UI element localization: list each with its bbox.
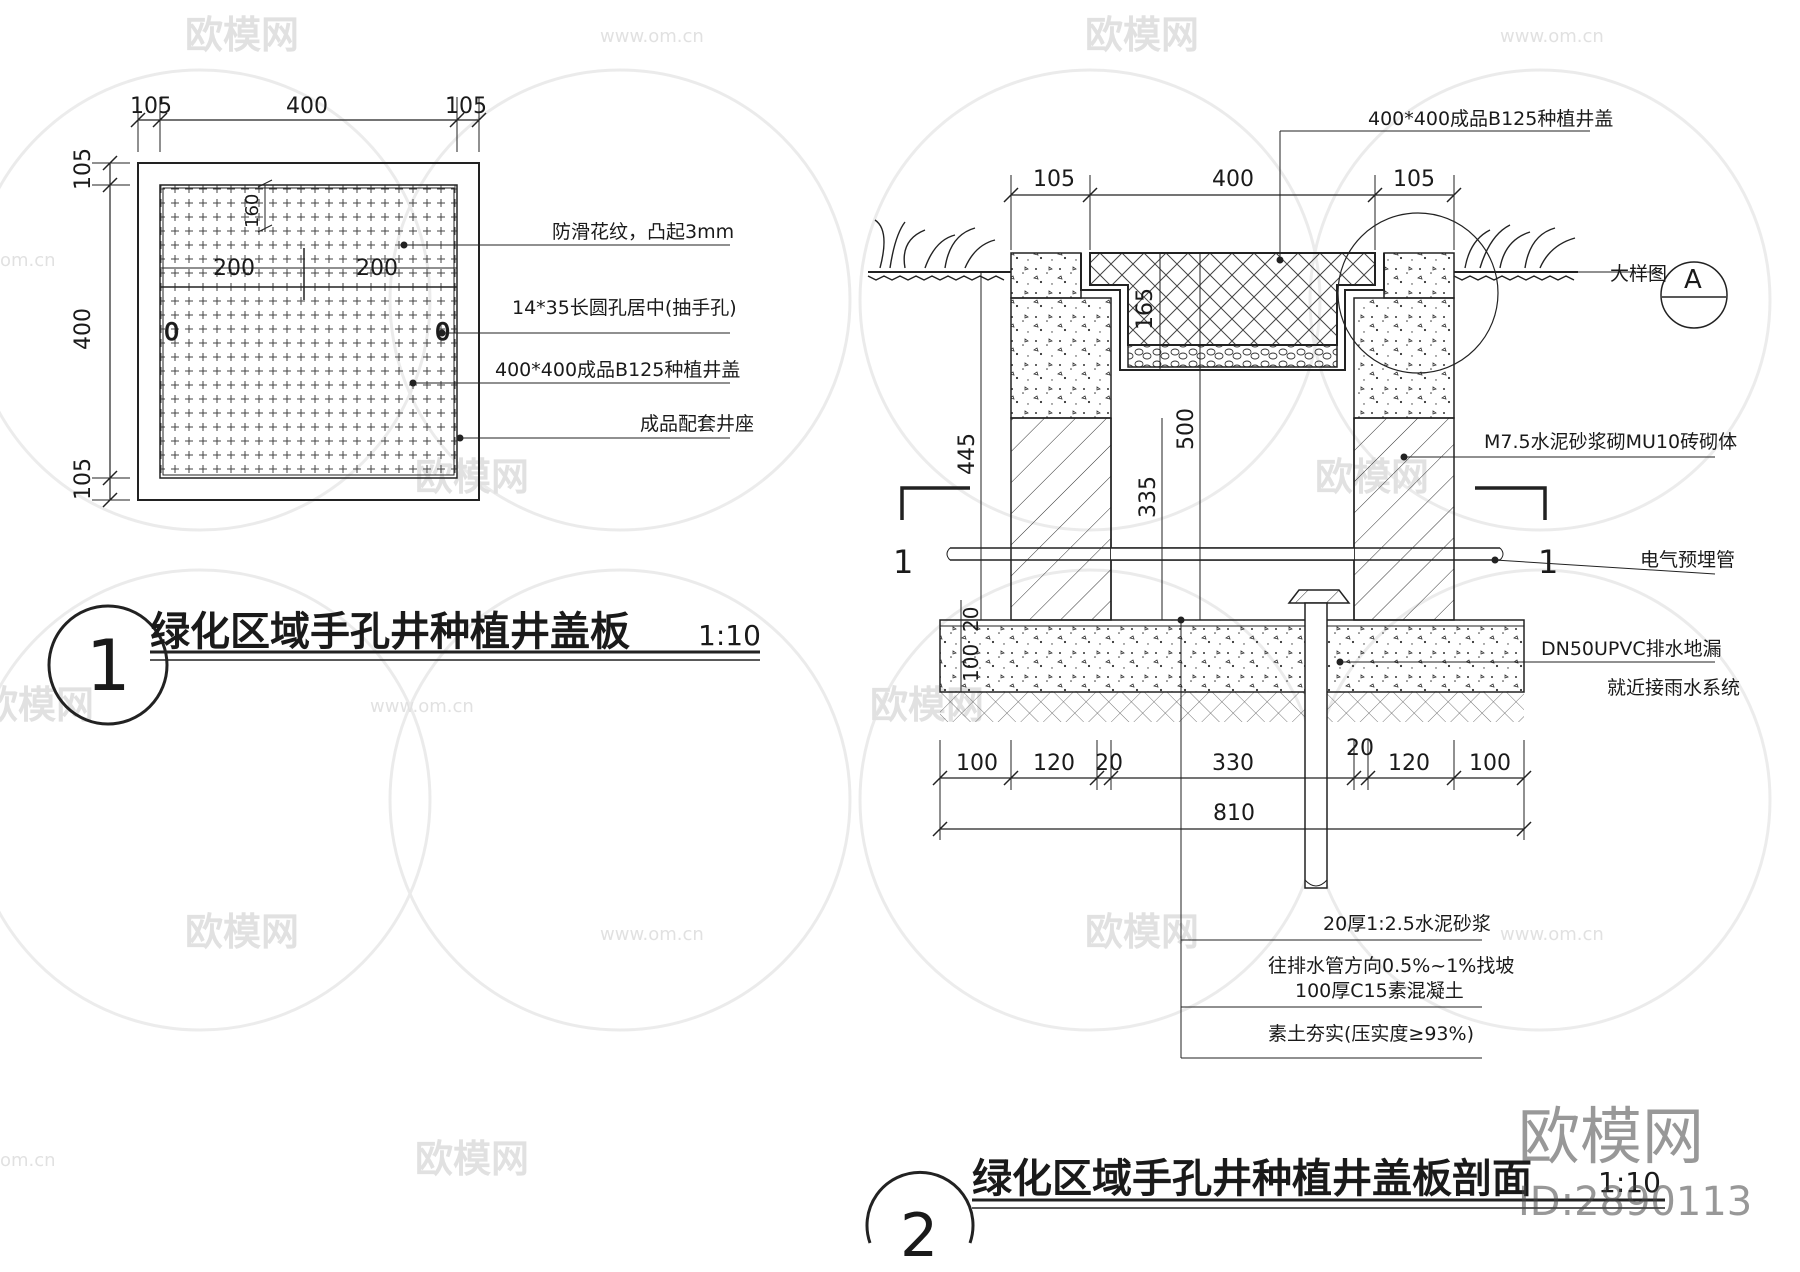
note-wall: M7.5水泥砂浆砌MU10砖砌体: [1484, 431, 1737, 453]
detail-letter: A: [1684, 265, 1702, 295]
detail-ref-label: 大样图: [1610, 263, 1667, 285]
note-slot-hole: 14*35长圆孔居中(抽手孔): [512, 297, 737, 319]
brick-wall-left: [1010, 417, 1112, 621]
brand-id: ID:2890113: [1518, 1179, 1752, 1225]
drawing-2-section: [865, 130, 1728, 1244]
gravel-layer: [1127, 344, 1338, 368]
watermark-brand: 欧模网: [1085, 13, 1199, 57]
dim-wall: 445: [955, 433, 980, 475]
note-pipe: 电气预埋管: [1640, 549, 1735, 571]
drawing-1-number: 1: [86, 625, 131, 707]
watermark-brand: 欧模网: [415, 1137, 529, 1181]
note-cover: 400*400成品B125种植井盖: [1368, 108, 1613, 130]
collar-right: [1353, 297, 1455, 419]
note-mortar: 20厚1:2.5水泥砂浆: [1323, 913, 1491, 935]
drawing-number-circle: [47, 604, 169, 726]
dim-bottom: 100: [956, 751, 998, 776]
dim-base: 100: [959, 644, 983, 682]
well-seat-frame: [137, 162, 480, 501]
collar-left: [1010, 297, 1112, 419]
watermark-url: www.om.cn: [1500, 26, 1604, 47]
dim-left-mid: 400: [71, 308, 96, 350]
dim-cover: 165: [1133, 288, 1158, 330]
watermark-url: www.om.cn: [600, 924, 704, 945]
detail-circle: [1337, 212, 1499, 374]
grass-right: [1453, 224, 1576, 281]
dim-bottom: 20: [1346, 736, 1374, 761]
drawing-1-scale: 1:10: [698, 619, 761, 652]
compacted-soil: [940, 692, 1524, 722]
dim-bottom: 120: [1388, 751, 1430, 776]
note-drain-connect: 就近接雨水系统: [1607, 677, 1740, 699]
dim-bottom: 20: [1095, 751, 1123, 776]
floor-drain: [1287, 589, 1351, 604]
dim-left-bottom: 105: [71, 458, 96, 500]
dim-hole-right: 200: [356, 256, 398, 281]
dim-bottom: 120: [1033, 751, 1075, 776]
drawing-2-number: 2: [900, 1201, 938, 1271]
dim-total: 810: [1213, 801, 1255, 826]
watermark-url: www.om.cn: [370, 696, 474, 717]
slot-hole: 0: [164, 318, 179, 346]
brick-wall-right: [1353, 417, 1455, 621]
dim-clear: 335: [1136, 476, 1161, 518]
cover-plate-inner: [162, 187, 455, 476]
watermark-url: om.cn: [0, 250, 56, 271]
note-drain: DN50UPVC排水地漏: [1541, 638, 1722, 660]
dim-top-mid: 400: [286, 94, 328, 119]
dim-inner: 500: [1174, 408, 1199, 450]
drawing-1-title: 绿化区域手孔井种植井盖板: [150, 609, 630, 655]
brand-logo: 欧模网: [1518, 1100, 1704, 1173]
dim-bottom: 330: [1212, 751, 1254, 776]
dim-hole-left: 200: [213, 256, 255, 281]
dim-hole-offset: 160: [242, 194, 263, 228]
drawing-1-text: 105 400 105 105 400 105 200 200 160 防滑花纹…: [71, 94, 761, 707]
detail-tag: [1660, 261, 1728, 329]
cover-plate: [159, 184, 458, 479]
watermark-layer: 欧模网 欧模网 欧模网 欧模网 欧模网 欧模网 欧模网 欧模网 欧模网 www.…: [0, 13, 1772, 1181]
note-cover: 400*400成品B125种植井盖: [495, 359, 740, 381]
brand-logo-watermark: 欧模网 ID:2890113: [1518, 1100, 1752, 1225]
drawing-2-scale: 1:10: [1598, 1166, 1661, 1199]
note-slope: 往排水管方向0.5%~1%找坡: [1268, 955, 1514, 977]
watermark-brand: 欧模网: [185, 13, 299, 57]
drawing-number-circle: [865, 1170, 975, 1244]
watermark-brand: 欧模网: [1085, 910, 1199, 954]
drain-pipe: [1304, 602, 1328, 889]
watermark-url: www.om.cn: [600, 26, 704, 47]
dim-bed: 20: [959, 607, 983, 632]
section-mark-left: 1: [893, 543, 913, 581]
concrete-base: [939, 619, 1525, 693]
drawing-2-title: 绿化区域手孔井种植井盖板剖面: [972, 1156, 1532, 1202]
dim-top: 400: [1212, 167, 1254, 192]
note-seat: 成品配套井座: [640, 413, 754, 435]
drawing-2-text: 105 400 105 100 120 20 330 20 120 100 81…: [893, 108, 1740, 1271]
note-anti-slip: 防滑花纹，凸起3mm: [552, 221, 734, 243]
dim-top: 105: [1033, 167, 1075, 192]
note-soil: 素土夯实(压实度≥93%): [1268, 1023, 1474, 1045]
note-concrete: 100厚C15素混凝土: [1295, 980, 1464, 1002]
dim-bottom: 100: [1469, 751, 1511, 776]
drawing-1-plan: 0 0: [47, 97, 760, 726]
watermark-url: www.om.cn: [1500, 924, 1604, 945]
dim-top-left: 105: [130, 94, 172, 119]
watermark-brand: 欧模网: [185, 910, 299, 954]
dim-top-right: 105: [445, 94, 487, 119]
watermark-brand: 欧模网: [0, 683, 94, 727]
section-mark-right: 1: [1538, 543, 1558, 581]
watermark-url: om.cn: [0, 1150, 56, 1171]
dim-left-top: 105: [71, 148, 96, 190]
dim-top: 105: [1393, 167, 1435, 192]
